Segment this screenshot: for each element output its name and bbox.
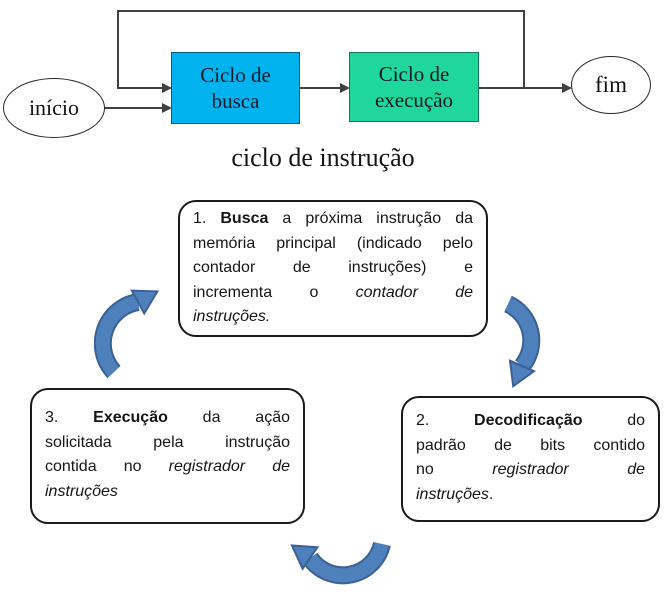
arrow-band-fill (504, 297, 539, 371)
step-text-line: padrão de bits contido (416, 436, 645, 454)
step-text-line: memória principal (indicado pelo (193, 234, 473, 252)
step-text-line: solicitada pela instrução (45, 433, 290, 451)
cycle-arrow-left-up-icon (94, 289, 160, 379)
step3-execute-box: 3. Execução da ação solicitada pela instr… (30, 388, 305, 524)
arrow-band-fill (304, 542, 389, 583)
end-node: fim (571, 56, 651, 114)
flow-line-start-to-fetch (103, 107, 162, 109)
step-text-line: 2. Decodificação do (416, 412, 645, 429)
flow-line-execute-to-end (477, 87, 562, 89)
flow-line-loop-into-fetch (117, 87, 162, 89)
step-text-line: incrementa o contador de (193, 283, 473, 301)
arrowhead (130, 289, 160, 316)
cycle-arrow-bottom-left-icon (290, 541, 391, 585)
fetch-cycle-label: Ciclo de busca (200, 63, 271, 113)
flow-line-loop-top (117, 10, 525, 12)
arrowhead (508, 359, 537, 388)
arrowhead-start-to-fetch (162, 102, 172, 113)
flowchart-caption: ciclo de instrução (231, 143, 415, 172)
arrowhead-fetch-to-execute (340, 82, 350, 93)
flow-line-fetch-to-execute (298, 87, 340, 89)
execute-cycle-label: Ciclo de execução (374, 62, 454, 112)
flow-line-loop-right (523, 10, 525, 89)
flow-line-loop-left (117, 10, 119, 89)
execute-cycle-box: Ciclo de execução (349, 52, 479, 122)
end-node-label: fim (595, 72, 627, 97)
step-text-line: instruções (45, 482, 118, 500)
step-text-line: contida no registrador de (45, 458, 291, 476)
start-node: início (3, 78, 105, 138)
fetch-cycle-box: Ciclo de busca (171, 52, 300, 124)
arrowhead (290, 544, 320, 571)
step1-fetch-box: 1. Busca a próxima instrução da memória p… (178, 200, 488, 337)
step-text-line: no registrador de (416, 461, 645, 479)
step-text-line: 3. Execução da ação (45, 409, 290, 426)
arrow-band-fill (95, 295, 140, 377)
arrowhead-execute-to-end (562, 82, 572, 93)
step-text-line: 1. Busca a próxima instrução da (193, 210, 473, 227)
step-text-line: instruções. (416, 485, 494, 503)
step-text-line: contador de instruções) e (193, 259, 473, 277)
cycle-arrow-right-down-icon (503, 296, 541, 388)
step2-decode-box: 2. Decodificação do padrão de bits contid… (401, 396, 660, 522)
step-text-line: instruções. (193, 308, 271, 326)
arrowhead-loop-into-fetch (162, 83, 172, 93)
start-node-label: início (28, 95, 80, 120)
